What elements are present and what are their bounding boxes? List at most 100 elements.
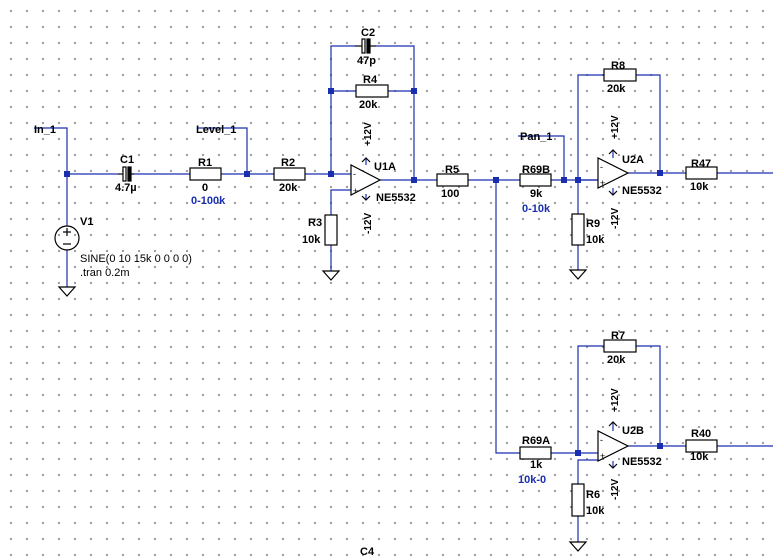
r47-value: 10k — [690, 181, 709, 193]
r7-name: R7 — [611, 330, 625, 342]
r40-name: R40 — [691, 428, 711, 440]
ground-r6-icon — [568, 541, 588, 552]
u1a-pin-plus: + — [353, 186, 358, 196]
ground-v1-icon — [57, 286, 77, 297]
u1a-opamp-symbol — [350, 164, 382, 196]
labels: In_1 Level_1 Pan_1 V1 SINE(0 10 15k 0 0 … — [34, 27, 711, 557]
wire-u2a-in-plus — [577, 179, 598, 214]
u1a-vpos-arrow-icon — [361, 157, 371, 163]
r47-name: R47 — [691, 158, 711, 170]
r2-value: 20k — [279, 182, 298, 194]
c2-capacitor-symbol — [355, 38, 376, 54]
c2-value: 47p — [357, 55, 376, 67]
junction — [328, 171, 334, 177]
junctions — [64, 88, 663, 456]
r69a-name: R69A — [522, 435, 550, 447]
r9-name: R9 — [586, 218, 600, 230]
r8-value: 20k — [607, 83, 626, 95]
u1a-pin-minus: - — [353, 169, 356, 179]
v1-name: V1 — [80, 216, 93, 228]
r9-value: 10k — [586, 234, 605, 246]
wire-u1a-in-plus — [330, 189, 351, 215]
r2-name: R2 — [281, 157, 295, 169]
r69b-resistor-symbol — [519, 173, 552, 187]
wire-in-label — [34, 127, 68, 174]
u2b-pin-plus: + — [600, 451, 605, 461]
c1-value: 4.7µ — [115, 182, 137, 194]
u2a-pin-plus: + — [600, 178, 605, 188]
u2a-opamp-symbol — [597, 157, 630, 189]
r5-value: 100 — [441, 188, 459, 200]
r4-resistor-symbol — [355, 84, 389, 98]
r4-name: R4 — [363, 74, 378, 86]
v1-source-value: SINE(0 10 15k 0 0 0 0) — [80, 253, 192, 265]
u2b-pin-minus: - — [600, 435, 603, 445]
r69a-param: 10k-0 — [518, 474, 546, 486]
c1-name: C1 — [120, 154, 134, 166]
wire-u1a-inv — [330, 45, 355, 174]
r69a-resistor-symbol — [519, 446, 552, 460]
junction — [575, 177, 581, 183]
r6-name: R6 — [586, 489, 600, 501]
net-label-in: In_1 — [34, 124, 56, 136]
wire-u2a-fb-right — [636, 74, 661, 173]
ground-r9-icon — [568, 269, 588, 280]
r6-resistor-symbol — [571, 483, 585, 517]
u1a-name: U1A — [374, 161, 396, 173]
wire-level-label — [197, 127, 248, 174]
wire-u2b-fb-left — [577, 345, 604, 453]
pin-marks: - + - + - + — [353, 162, 605, 461]
wire-u2a-fb-left — [577, 74, 604, 180]
u2a-pin-minus: - — [600, 162, 603, 172]
u2b-vpos-label: +12V — [610, 388, 621, 412]
u2a-vpos-label: +12V — [610, 115, 621, 139]
net-label-level: Level_1 — [196, 124, 236, 136]
r8-name: R8 — [611, 60, 625, 72]
r7-value: 20k — [607, 354, 626, 366]
u2a-vneg-arrow-icon — [608, 190, 618, 196]
r47-resistor-symbol — [685, 166, 718, 180]
junction — [244, 171, 250, 177]
r7-resistor-symbol — [603, 339, 637, 353]
r3-resistor-symbol — [324, 214, 338, 246]
junction — [411, 88, 417, 94]
u2a-vneg-label: -12V — [610, 208, 621, 229]
wire-u2b-in-plus — [577, 459, 598, 484]
u2b-vneg-label: -12V — [610, 479, 621, 500]
r8-resistor-symbol — [603, 68, 637, 82]
u2b-model: NE5532 — [622, 456, 662, 468]
u1a-vneg-label: -12V — [363, 213, 374, 234]
c1-capacitor-symbol — [118, 166, 134, 182]
r3-value: 10k — [302, 234, 321, 246]
u1a-model: NE5532 — [376, 192, 416, 204]
r1-value: 0 — [202, 182, 208, 194]
u2b-vpos-arrow-icon — [608, 421, 618, 427]
u2a-name: U2A — [622, 154, 644, 166]
r6-value: 10k — [586, 505, 605, 517]
u2b-vneg-arrow-icon — [608, 463, 618, 469]
junction — [493, 177, 499, 183]
r69b-value: 9k — [530, 188, 543, 200]
wire-u2b-fb-right — [636, 345, 661, 446]
r40-resistor-symbol — [685, 439, 718, 453]
r69a-value: 1k — [530, 459, 543, 471]
net-label-pan: Pan_1 — [520, 131, 552, 143]
wires — [34, 45, 773, 542]
u1a-vpos-label: +12V — [363, 122, 374, 146]
u2b-opamp-symbol — [597, 430, 630, 462]
u1a-vneg-arrow-icon — [361, 195, 371, 201]
tran-directive: .tran 0.2m — [80, 267, 130, 279]
junction — [575, 450, 581, 456]
r69b-name: R69B — [522, 164, 550, 176]
junction — [657, 443, 663, 449]
junction — [64, 171, 70, 177]
wire-split-down — [495, 180, 520, 454]
r69b-param: 0-10k — [522, 203, 551, 215]
v1-source-symbol — [54, 225, 80, 251]
u2a-vpos-arrow-icon — [608, 149, 618, 155]
c2-name: C2 — [361, 27, 375, 39]
r1-param: 0-100k — [191, 195, 226, 207]
r9-resistor-symbol — [571, 213, 585, 246]
